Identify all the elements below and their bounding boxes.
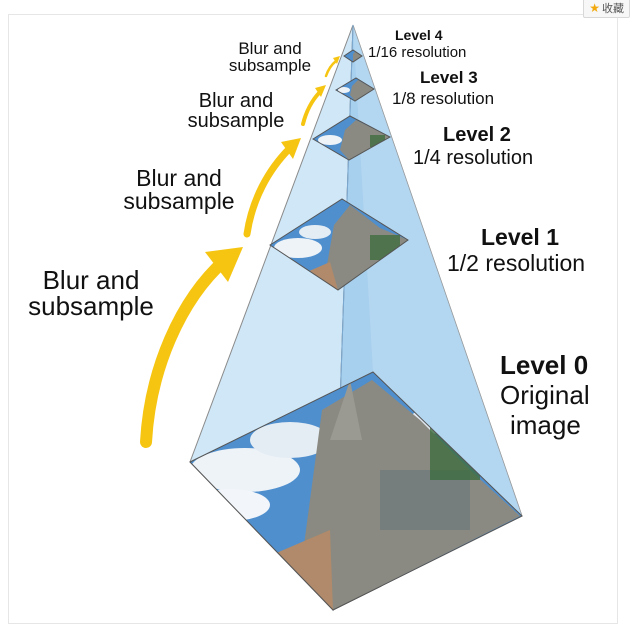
arrow-2-label: Blur and subsample bbox=[176, 91, 296, 131]
arrow-0 bbox=[140, 254, 231, 448]
arrow-1 bbox=[243, 144, 294, 238]
level-4-subtitle: 1/16 resolution bbox=[368, 44, 467, 61]
level-3-frame bbox=[335, 77, 375, 102]
level-0-frame bbox=[189, 371, 523, 611]
arrow-2 bbox=[301, 90, 322, 126]
arrow-0-label-line1: Blur and bbox=[42, 265, 140, 295]
level-4-frame bbox=[343, 49, 363, 63]
arrow-1-label: Blur and subsample bbox=[110, 167, 248, 213]
level-3-subtitle: 1/8 resolution bbox=[392, 89, 495, 108]
arrow-head-0 bbox=[205, 247, 243, 282]
level-2-title: Level 2 bbox=[443, 124, 511, 146]
level-0-subtitle-line1: Original bbox=[500, 380, 590, 410]
arrow-2-label-line2: subsample bbox=[187, 110, 285, 132]
level-2-frame bbox=[312, 115, 392, 161]
level-3-title: Level 3 bbox=[420, 68, 478, 87]
level-2-subtitle: 1/4 resolution bbox=[413, 147, 534, 169]
arrow-0-label-line2: subsample bbox=[28, 291, 154, 321]
arrow-3-label-line1: Blur and bbox=[238, 39, 302, 58]
star-icon: ★ bbox=[589, 1, 600, 15]
arrow-1-label-line1: Blur and bbox=[136, 165, 222, 191]
arrow-3-label: Blur and subsample bbox=[220, 40, 320, 74]
level-0-title: Level 0 bbox=[500, 350, 589, 380]
level-4-title: Level 4 bbox=[395, 27, 443, 43]
arrow-heads bbox=[205, 56, 340, 282]
level-0-subtitle-line2: image bbox=[510, 410, 581, 440]
arrow-0-label: Blur and subsample bbox=[16, 267, 166, 319]
level-1-frame bbox=[269, 198, 409, 291]
arrow-head-3 bbox=[333, 56, 340, 64]
arrow-2-label-line1: Blur and bbox=[198, 90, 274, 112]
collect-label: 收藏 bbox=[602, 2, 624, 15]
level-1-subtitle: 1/2 resolution bbox=[447, 250, 586, 276]
arrow-head-2 bbox=[315, 85, 326, 97]
arrow-head-1 bbox=[281, 138, 301, 159]
arrow-3-label-line2: subsample bbox=[228, 56, 312, 75]
level-1-title: Level 1 bbox=[481, 224, 559, 250]
collect-button[interactable]: ★ 收藏 bbox=[583, 0, 630, 18]
arrow-1-label-line2: subsample bbox=[123, 188, 235, 214]
blur-subsample-arrows bbox=[140, 59, 338, 448]
arrow-3 bbox=[324, 59, 338, 78]
